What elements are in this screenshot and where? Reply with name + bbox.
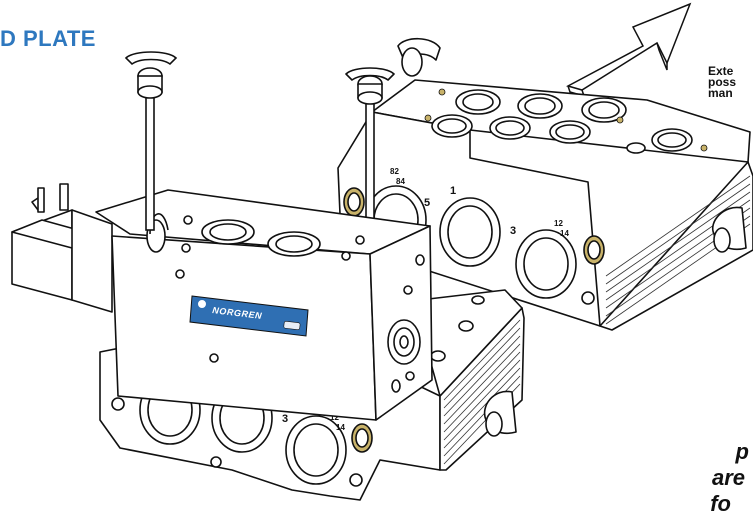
note-line: poss [708,75,737,89]
brand-logo-icon [197,299,207,309]
port-label: 14 [560,229,569,238]
direction-arrow-icon [566,2,692,98]
port-label: 3 [510,225,516,237]
callout-line-3: fo [710,492,731,516]
port-label: 82 [390,167,399,176]
valve-body [11,183,433,421]
extension-note: Exte poss man [708,66,753,99]
callout-line-1: p [735,440,749,464]
port-label: 12 [554,219,563,228]
callout-line-2: are [711,466,745,490]
note-line: man [708,86,733,99]
port-label: 12 [330,413,339,422]
port-label: 3 [282,413,288,425]
port-label: 84 [396,177,405,186]
port-label: 1 [450,185,456,197]
section-heading: D PLATE [0,26,96,51]
port-label: 5 [424,197,430,209]
brand-label-plate: NORGREN [189,295,309,337]
note-line: Exte [708,66,734,78]
front-bolt [124,51,178,231]
back-port-labels: 1 3 5 82 84 12 14 [390,167,569,238]
port-label: 14 [336,423,345,432]
back-subbase [337,37,753,331]
